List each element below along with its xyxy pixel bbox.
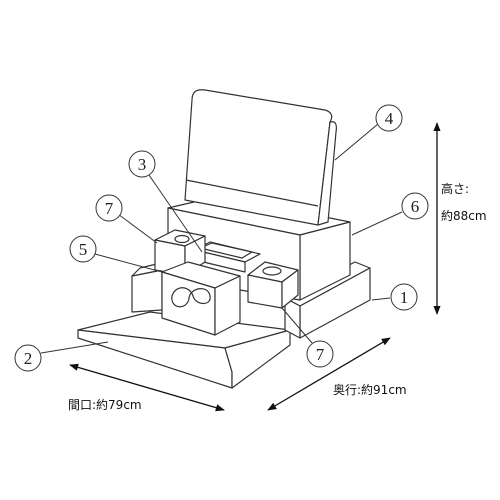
callout-1: 1 [371, 283, 418, 311]
callout-label: 5 [79, 240, 88, 259]
height-value: 約88cm [441, 208, 487, 223]
callout-label: 2 [24, 349, 33, 368]
callout-label: 3 [138, 155, 147, 174]
height-dimension: 高さ: 約88cm [433, 122, 487, 315]
width-label: 間口:約79cm [68, 397, 142, 412]
callout-5: 5 [69, 235, 163, 273]
callout-7-left: 7 [95, 194, 158, 244]
callout-label: 6 [411, 197, 420, 216]
callout-label: 7 [105, 199, 114, 218]
callout-2: 2 [14, 341, 109, 372]
callout-6: 6 [351, 192, 429, 236]
callout-4: 4 [334, 104, 403, 161]
right-flower-vase [247, 261, 299, 309]
depth-label: 奥行:約91cm [333, 382, 407, 397]
width-dimension: 間口:約79cm [68, 363, 225, 412]
callout-label: 7 [316, 345, 325, 364]
height-label: 高さ: [441, 181, 469, 196]
callout-label: 4 [385, 109, 394, 128]
headstone [184, 89, 337, 226]
depth-dimension: 奥行:約91cm [267, 337, 407, 411]
callout-3: 3 [128, 150, 203, 253]
callout-label: 1 [400, 288, 409, 307]
water-basin [161, 261, 241, 336]
incense-holder [194, 241, 261, 273]
